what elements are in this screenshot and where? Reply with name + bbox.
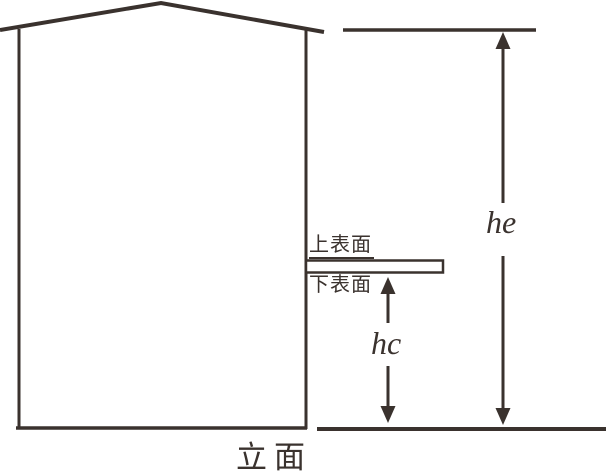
hc-dimension-arrow: [380, 277, 396, 423]
roof-line: [0, 0, 325, 34]
figure-caption: 立面: [236, 440, 312, 475]
bottom-surface-label: 下表面: [309, 274, 372, 296]
he-dimension-arrow: [495, 32, 511, 425]
he-up-arrowhead-icon: [495, 32, 511, 49]
canopy-slab: [304, 259, 445, 274]
he-down-arrowhead-icon: [495, 408, 511, 425]
eave-height-label: he: [486, 204, 517, 240]
hc-up-arrowhead-icon: [380, 277, 396, 294]
hc-down-arrowhead-icon: [380, 406, 396, 423]
top-surface-label: 上表面: [309, 234, 374, 259]
canopy-height-label: hc: [371, 325, 402, 361]
